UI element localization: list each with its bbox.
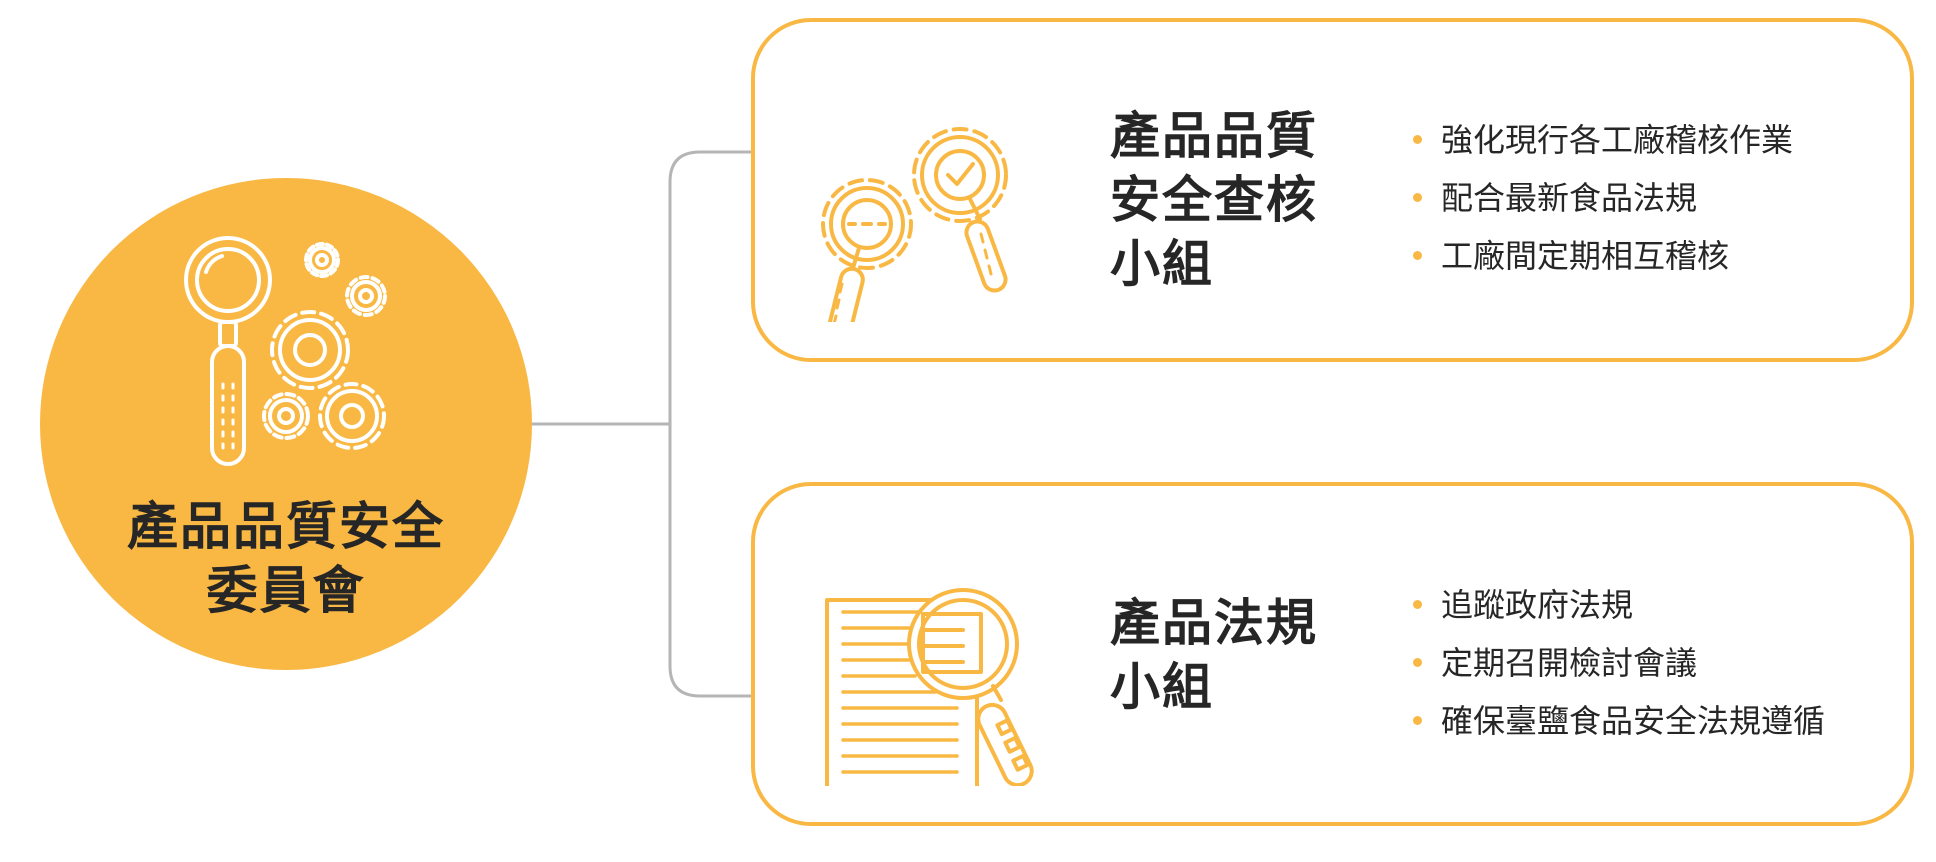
group-title-regulation: 產品法規 小組: [1110, 591, 1318, 719]
list-item: 追蹤政府法規: [1413, 576, 1825, 634]
committee-title-line2: 委員會: [206, 562, 366, 621]
group-items-audit: 強化現行各工廠稽核作業 配合最新食品法規 工廠間定期相互稽核: [1413, 111, 1793, 285]
bullet-dot-icon: [1413, 716, 1422, 725]
list-item-text: 工廠間定期相互稽核: [1441, 237, 1730, 275]
list-item: 定期召開檢討會議: [1413, 634, 1825, 692]
gear-magnifier-check-icon: [821, 127, 1008, 322]
list-item: 強化現行各工廠稽核作業: [1413, 111, 1793, 169]
list-item-text: 確保臺鹽食品安全法規遵循: [1441, 702, 1826, 740]
list-item-text: 配合最新食品法規: [1441, 179, 1698, 217]
list-item-text: 強化現行各工廠稽核作業: [1441, 121, 1794, 159]
committee-title-line1: 產品品質安全: [126, 498, 445, 557]
bullet-dot-icon: [1413, 135, 1422, 144]
list-item-text: 追蹤政府法規: [1441, 586, 1634, 624]
list-item-text: 定期召開檢討會議: [1441, 644, 1698, 682]
document-magnifier-icon: [825, 588, 1034, 786]
group-title-audit: 產品品質 安全查核 小組: [1110, 104, 1318, 296]
group-title-line: 產品品質: [1110, 107, 1318, 165]
list-item: 配合最新食品法規: [1413, 169, 1793, 227]
committee-node: 產品品質安全 委員會: [40, 178, 532, 670]
list-item: 確保臺鹽食品安全法規遵循: [1413, 692, 1825, 750]
group-title-line: 產品法規: [1110, 594, 1318, 652]
group-title-line: 安全查核: [1110, 171, 1318, 229]
bullet-dot-icon: [1413, 600, 1422, 609]
bullet-dot-icon: [1413, 658, 1422, 667]
group-title-line: 小組: [1110, 658, 1214, 716]
group-items-regulation: 追蹤政府法規 定期召開檢討會議 確保臺鹽食品安全法規遵循: [1413, 576, 1825, 750]
group-card-regulation: 產品法規 小組 追蹤政府法規 定期召開檢討會議 確保臺鹽食品安全法規遵循: [751, 482, 1914, 826]
bullet-dot-icon: [1413, 251, 1422, 260]
group-card-audit: 產品品質 安全查核 小組 強化現行各工廠稽核作業 配合最新食品法規 工廠間定期相…: [751, 18, 1914, 362]
magnifier-gears-icon: [184, 236, 387, 466]
group-title-line: 小組: [1110, 235, 1214, 293]
bullet-dot-icon: [1413, 193, 1422, 202]
tree-connector: [532, 150, 751, 698]
list-item: 工廠間定期相互稽核: [1413, 227, 1793, 285]
